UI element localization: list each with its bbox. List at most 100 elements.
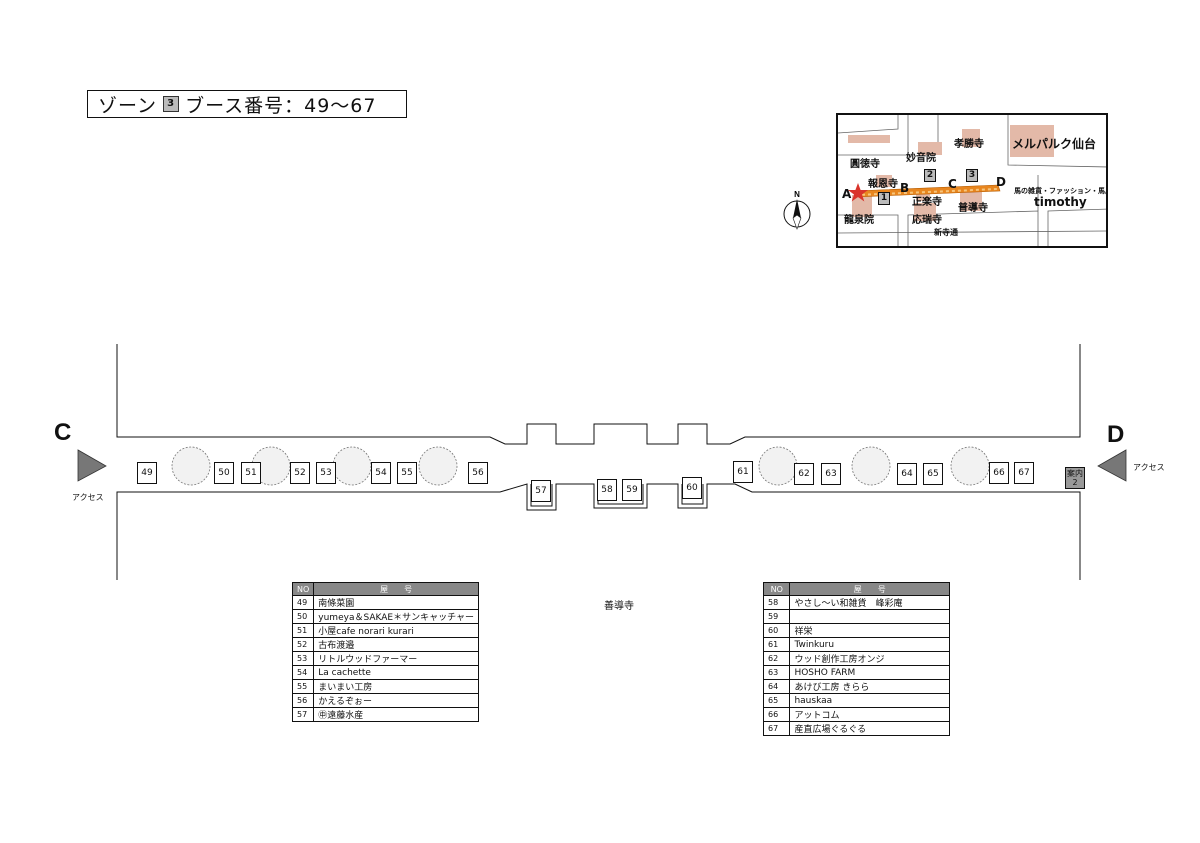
booth-59[interactable]: 59: [622, 479, 642, 501]
legend-shop-name: 産直広場ぐるぐる: [789, 721, 950, 736]
legend-booth-number: 54: [291, 665, 315, 680]
place-label: 圓徳寺: [850, 159, 880, 170]
info-booth[interactable]: 案内 2: [1065, 467, 1085, 489]
booth-55[interactable]: 55: [397, 462, 417, 484]
legend-booth-number: 58: [762, 595, 791, 610]
legend-booth-number: 61: [762, 637, 791, 652]
booth-57[interactable]: 57: [531, 480, 551, 502]
booth-52[interactable]: 52: [290, 462, 310, 484]
legend-shop-name: 祥栄: [789, 623, 950, 638]
legend-booth-number: 56: [291, 693, 315, 708]
legend-booth-number: 66: [762, 707, 791, 722]
legend-booth-number: 64: [762, 679, 791, 694]
place-label: 応瑞寺: [912, 215, 942, 226]
point-label-d: D: [996, 175, 1006, 189]
booth-56[interactable]: 56: [468, 462, 488, 484]
zone-title-prefix: ゾーン: [98, 94, 158, 117]
booth-51[interactable]: 51: [241, 462, 261, 484]
zone-marker: 2: [924, 169, 936, 182]
legend-booth-number: 51: [291, 623, 315, 638]
booth-50[interactable]: 50: [214, 462, 234, 484]
place-label: 正楽寺: [912, 197, 942, 208]
legend-shop-name: ウッド創作工房オンジ: [789, 651, 950, 666]
booth-60[interactable]: 60: [682, 477, 702, 499]
legend-shop-name: あけび工房 きらら: [789, 679, 950, 694]
legend-booth-number: 60: [762, 623, 791, 638]
point-label-b: B: [900, 181, 910, 195]
legend-booth-number: 59: [762, 609, 791, 624]
street-name: 新寺通: [934, 228, 958, 237]
legend-booth-number: 50: [291, 609, 315, 624]
legend-header-name: 屋 号: [313, 582, 479, 596]
booth-67[interactable]: 67: [1014, 462, 1034, 484]
legend-shop-name: 古布渡邉: [313, 637, 479, 652]
legend-shop-name: かえるぞぉー: [313, 693, 479, 708]
point-label-c: C: [948, 177, 957, 191]
north-arrow-icon: N: [782, 188, 812, 232]
legend-shop-name: ㊥遠藤水産: [313, 707, 479, 722]
legend-booth-number: 65: [762, 693, 791, 708]
booth-66[interactable]: 66: [989, 462, 1009, 484]
booth-61[interactable]: 61: [733, 461, 753, 483]
place-label: 普導寺: [958, 203, 988, 214]
legend-shop-name: [789, 609, 950, 624]
tree-icon: [171, 446, 990, 486]
place-label: 孝勝寺: [954, 139, 984, 150]
booth-49[interactable]: 49: [137, 462, 157, 484]
legend-shop-name: yumeya＆SAKAE＊サンキャッチャー: [313, 609, 479, 624]
booth-62[interactable]: 62: [794, 463, 814, 485]
place-label: 妙音院: [906, 153, 936, 164]
booth-54[interactable]: 54: [371, 462, 391, 484]
legend-shop-name: アットコム: [789, 707, 950, 722]
legend-shop-name: やさし〜い和雑貨 峰彩庵: [789, 595, 950, 610]
shop-caption: 馬の雑貨・ファッション・馬具: [1014, 187, 1108, 195]
booth-63[interactable]: 63: [821, 463, 841, 485]
legend-shop-name: 南條菜園: [313, 595, 479, 610]
shop-name: timothy: [1034, 195, 1087, 209]
booth-53[interactable]: 53: [316, 462, 336, 484]
access-arrow-right-icon: [1097, 449, 1127, 482]
legend-shop-name: まいまい工房: [313, 679, 479, 694]
street-label: 善導寺: [604, 601, 634, 612]
legend-shop-name: La cachette: [313, 665, 479, 680]
place-label: 報恩寺: [868, 179, 898, 190]
legend-header-no: NO: [762, 582, 791, 596]
legend-header-no: NO: [291, 582, 315, 596]
zone-title-suffix: ブース番号：49〜67: [185, 94, 377, 117]
place-label: メルパルク仙台: [1012, 137, 1097, 151]
point-label-a: A: [842, 187, 852, 201]
legend-booth-number: 57: [291, 707, 315, 722]
legend-shop-name: HOSHO FARM: [789, 665, 950, 680]
location-minimap: 孝勝寺 メルパルク仙台 妙音院 圓徳寺 報恩寺 正楽寺 普導寺 龍泉院 応瑞寺 …: [836, 113, 1108, 248]
legend-shop-name: Twinkuru: [789, 637, 950, 652]
zone-marker: 3: [966, 169, 978, 182]
booth-65[interactable]: 65: [923, 463, 943, 485]
endpoint-label-d: D: [1107, 421, 1125, 448]
info-booth-label: 案内: [1067, 469, 1083, 478]
legend-header-name: 屋 号: [789, 582, 950, 596]
legend-booth-number: 52: [291, 637, 315, 652]
booth-64[interactable]: 64: [897, 463, 917, 485]
access-arrow-left-icon: [77, 449, 107, 482]
legend-booth-number: 62: [762, 651, 791, 666]
booth-58[interactable]: 58: [597, 479, 617, 501]
legend-shop-name: 小屋cafe norari kurari: [313, 623, 479, 638]
